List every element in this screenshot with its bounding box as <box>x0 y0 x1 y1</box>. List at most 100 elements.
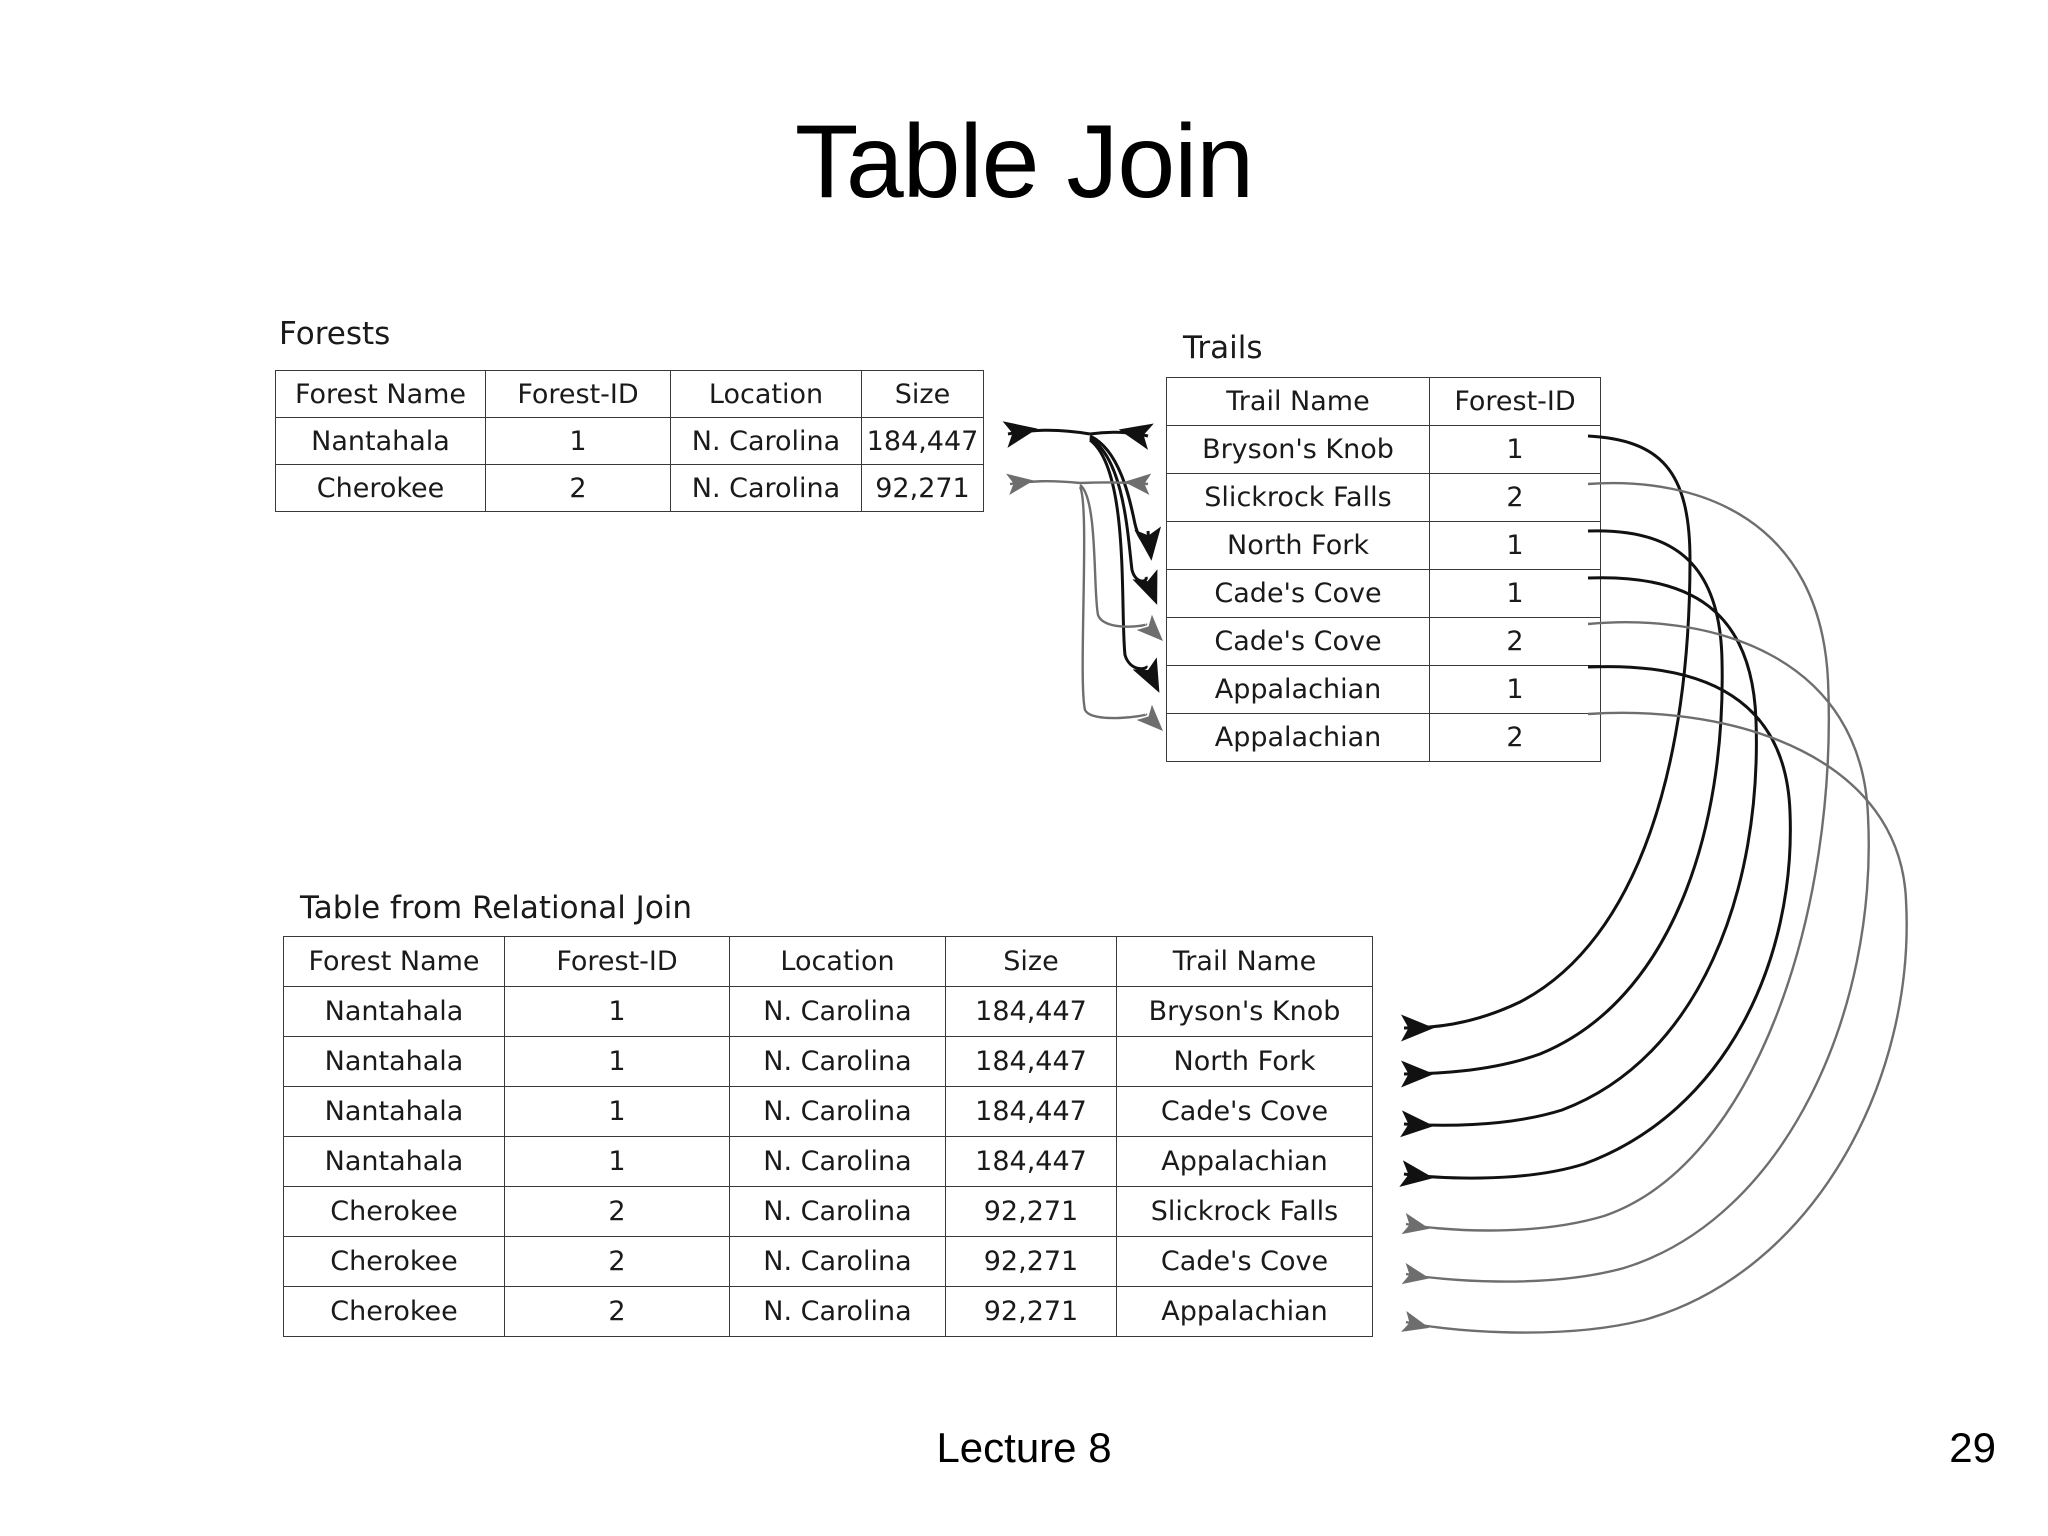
table-row: Cade's Cove 2 <box>1166 617 1601 666</box>
cell-forest-id: 1 <box>1429 521 1601 570</box>
cell-forest-id: 1 <box>504 1086 730 1137</box>
cell-forest-name: Nantahala <box>275 417 486 465</box>
table-row: Cade's Cove 1 <box>1166 569 1601 618</box>
cell-forest-id: 1 <box>485 417 671 465</box>
table-header-row: Forest Name Forest-ID Location Size <box>275 370 984 418</box>
table-row: North Fork 1 <box>1166 521 1601 570</box>
table-row: Nantahala 1 N. Carolina 184,447 North Fo… <box>283 1036 1373 1087</box>
cell-size: 92,271 <box>945 1286 1117 1337</box>
cell-forest-name: Cherokee <box>275 464 486 512</box>
column-header-trail-name: Trail Name <box>1116 936 1373 987</box>
cell-forest-id: 1 <box>504 986 730 1037</box>
column-header-size: Size <box>945 936 1117 987</box>
table-header-row: Trail Name Forest-ID <box>1166 377 1601 426</box>
column-header-trail-name: Trail Name <box>1166 377 1430 426</box>
cell-forest-name: Cherokee <box>283 1186 505 1237</box>
table-row: Cherokee 2 N. Carolina 92,271 Appalachia… <box>283 1286 1373 1337</box>
connector-group-forests-to-trails-id1 <box>1002 421 1162 693</box>
trails-table-caption: Trails <box>1183 330 1263 366</box>
cell-forest-id: 1 <box>1429 665 1601 714</box>
connector-forests2-to-trail5 <box>1079 484 1163 642</box>
connector-forests1-to-trail6 <box>1089 438 1160 693</box>
column-header-location: Location <box>729 936 946 987</box>
cell-location: N. Carolina <box>729 1286 946 1337</box>
cell-trail-name: Cade's Cove <box>1166 617 1430 666</box>
join-table-caption: Table from Relational Join <box>300 890 693 926</box>
column-header-location: Location <box>670 370 862 418</box>
table-row: Nantahala 1 N. Carolina 184,447 Cade's C… <box>283 1086 1373 1137</box>
connector-group-forests-to-trails-id2 <box>1006 473 1163 732</box>
cell-size: 184,447 <box>945 1136 1117 1187</box>
table-row: Cherokee 2 N. Carolina 92,271 Cade's Cov… <box>283 1236 1373 1287</box>
cell-location: N. Carolina <box>729 986 946 1037</box>
cell-forest-id: 1 <box>504 1036 730 1087</box>
cell-size: 184,447 <box>945 1086 1117 1137</box>
cell-location: N. Carolina <box>729 1186 946 1237</box>
column-header-forest-id: Forest-ID <box>485 370 671 418</box>
cell-trail-name: Cade's Cove <box>1116 1236 1373 1287</box>
cell-forest-id: 2 <box>1429 713 1601 762</box>
cell-trail-name: Bryson's Knob <box>1166 425 1430 474</box>
cell-location: N. Carolina <box>670 464 862 512</box>
connector-forests1-to-trail1 <box>1089 423 1154 450</box>
table-row: Slickrock Falls 2 <box>1166 473 1601 522</box>
table-row: Bryson's Knob 1 <box>1166 425 1601 474</box>
table-row: Appalachian 1 <box>1166 665 1601 714</box>
cell-forest-id: 2 <box>485 464 671 512</box>
join-result-table: Forest Name Forest-ID Location Size Trai… <box>283 936 1373 1337</box>
cell-trail-name: Appalachian <box>1166 665 1430 714</box>
cell-trail-name: Appalachian <box>1116 1286 1373 1337</box>
connector-forests1-to-trail4 <box>1089 436 1158 605</box>
cell-location: N. Carolina <box>729 1236 946 1287</box>
table-row: Nantahala 1 N. Carolina 184,447 Appalach… <box>283 1136 1373 1187</box>
cell-trail-name: Slickrock Falls <box>1116 1186 1373 1237</box>
cell-trail-name: Slickrock Falls <box>1166 473 1430 522</box>
cell-forest-id: 2 <box>504 1186 730 1237</box>
cell-size: 184,447 <box>945 986 1117 1037</box>
cell-forest-id: 1 <box>1429 569 1601 618</box>
cell-trail-name: Appalachian <box>1116 1136 1373 1187</box>
column-header-forest-name: Forest Name <box>275 370 486 418</box>
cell-forest-name: Nantahala <box>283 1136 505 1187</box>
connector-forests2-to-trail7 <box>1078 486 1163 732</box>
connector-back-arrow-forests-row2 <box>1006 473 1081 496</box>
cell-trail-name: North Fork <box>1116 1036 1373 1087</box>
table-row: Cherokee 2 N. Carolina 92,271 <box>275 464 984 512</box>
cell-size: 92,271 <box>861 464 984 512</box>
footer-lecture-label: Lecture 8 <box>936 1424 1112 1471</box>
cell-forest-name: Nantahala <box>283 986 505 1037</box>
cell-forest-name: Nantahala <box>283 1086 505 1137</box>
table-row: Cherokee 2 N. Carolina 92,271 Slickrock … <box>283 1186 1373 1237</box>
forests-table-caption: Forests <box>279 316 391 352</box>
cell-size: 92,271 <box>945 1186 1117 1237</box>
cell-forest-id: 2 <box>1429 473 1601 522</box>
table-row: Nantahala 1 N. Carolina 184,447 <box>275 417 984 465</box>
connector-forests2-to-trail2 <box>1079 473 1152 495</box>
cell-forest-id: 1 <box>504 1136 730 1187</box>
forests-table: Forest Name Forest-ID Location Size Nant… <box>275 370 984 512</box>
cell-forest-name: Cherokee <box>283 1236 505 1287</box>
cell-forest-id: 2 <box>504 1236 730 1287</box>
cell-trail-name: Appalachian <box>1166 713 1430 762</box>
trails-table: Trail Name Forest-ID Bryson's Knob 1 Sli… <box>1166 377 1601 762</box>
column-header-forest-id: Forest-ID <box>504 936 730 987</box>
column-header-forest-id: Forest-ID <box>1429 377 1601 426</box>
cell-size: 184,447 <box>861 417 984 465</box>
cell-forest-id: 1 <box>1429 425 1601 474</box>
cell-location: N. Carolina <box>729 1136 946 1187</box>
cell-forest-id: 2 <box>1429 617 1601 666</box>
cell-location: N. Carolina <box>670 417 862 465</box>
connector-forests1-to-trail3 <box>1089 434 1162 561</box>
cell-size: 92,271 <box>945 1236 1117 1287</box>
cell-location: N. Carolina <box>729 1036 946 1087</box>
column-header-size: Size <box>861 370 984 418</box>
cell-forest-name: Nantahala <box>283 1036 505 1087</box>
column-header-forest-name: Forest Name <box>283 936 505 987</box>
table-row: Nantahala 1 N. Carolina 184,447 Bryson's… <box>283 986 1373 1037</box>
cell-trail-name: Cade's Cove <box>1116 1086 1373 1137</box>
cell-trail-name: Bryson's Knob <box>1116 986 1373 1037</box>
table-header-row: Forest Name Forest-ID Location Size Trai… <box>283 936 1373 987</box>
cell-location: N. Carolina <box>729 1086 946 1137</box>
table-row: Appalachian 2 <box>1166 713 1601 762</box>
cell-size: 184,447 <box>945 1036 1117 1087</box>
